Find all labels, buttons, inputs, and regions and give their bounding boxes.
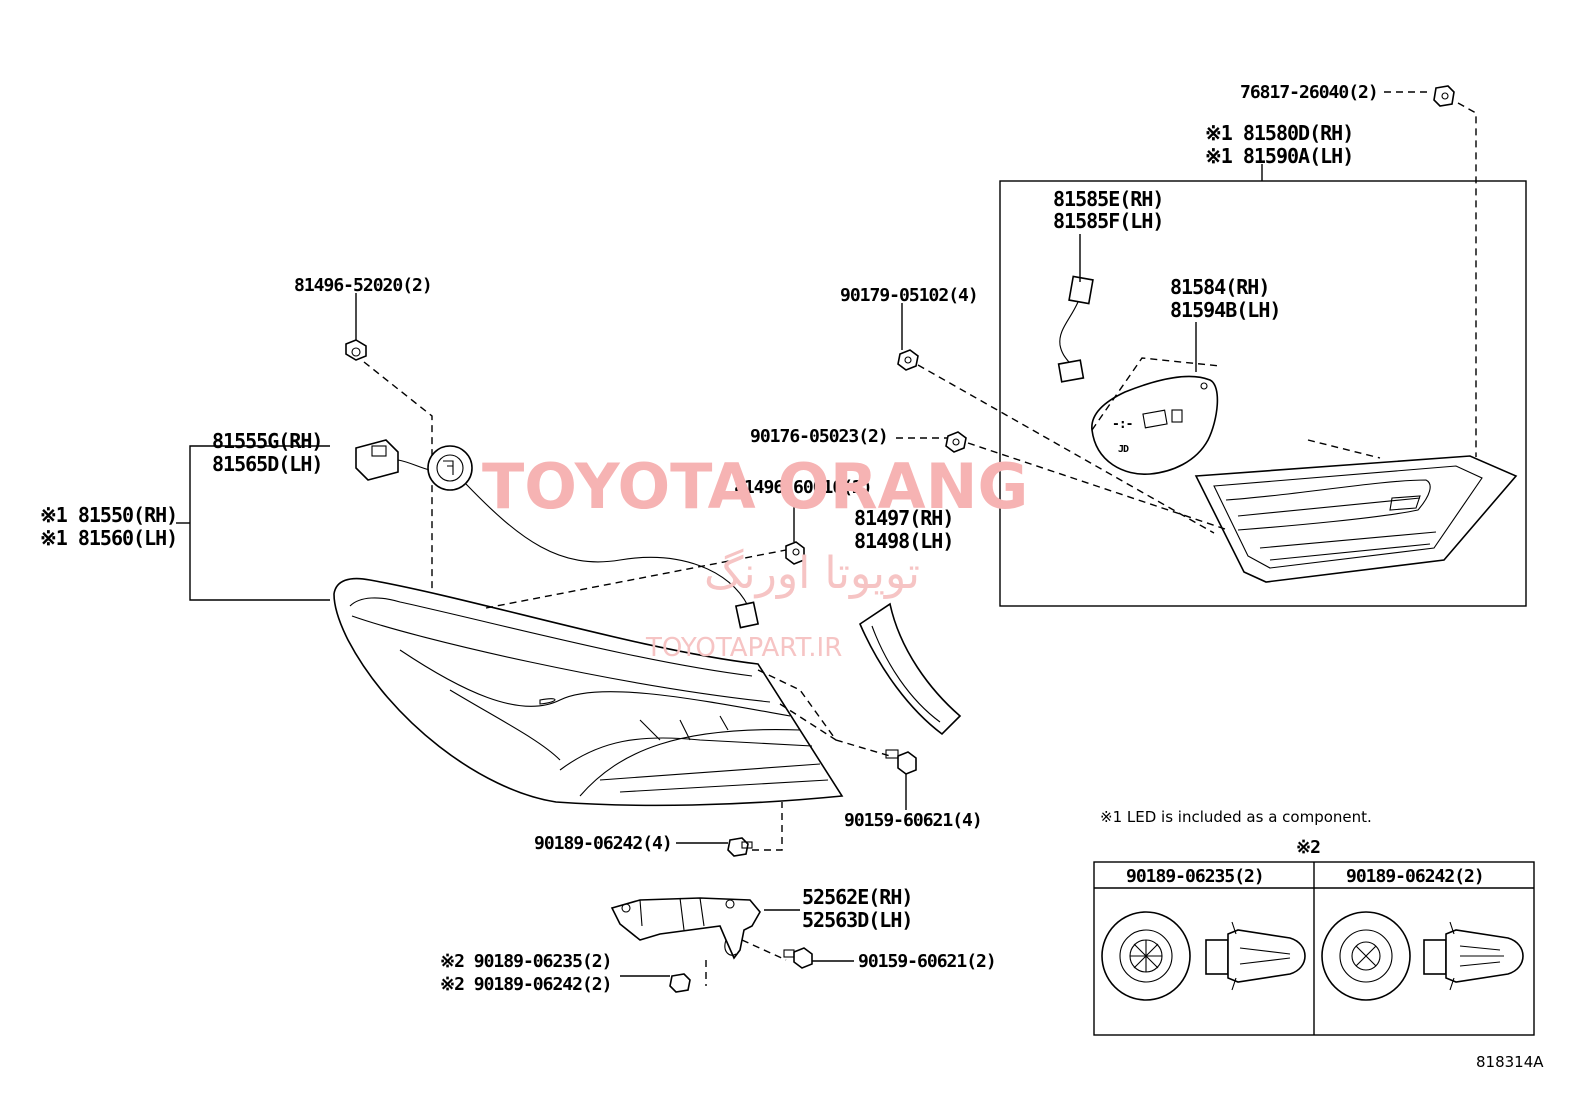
clip-icon bbox=[727, 837, 753, 857]
bracket-assembly bbox=[610, 897, 800, 986]
label-90159a: 90159-60621(4) bbox=[844, 810, 982, 831]
bolt-icon bbox=[783, 947, 813, 969]
label-81496a: 81496-52020(2) bbox=[294, 275, 432, 296]
svg-text:JD: JD bbox=[1118, 444, 1129, 455]
figure-id: 818314A bbox=[1476, 1053, 1544, 1071]
inner-lamp-lens-icon bbox=[1194, 455, 1518, 583]
screw-icon bbox=[897, 349, 919, 371]
clip-06242-icon bbox=[1321, 911, 1524, 1001]
inset-col2-header: 90189-06242(2) bbox=[1346, 866, 1484, 887]
inset-col1-header: 90189-06235(2) bbox=[1126, 866, 1264, 887]
label-81496b: 81496-60010(2) bbox=[734, 477, 872, 498]
inner-lamp-box bbox=[999, 180, 1527, 607]
watermark-persian: تویوتا اورنگ bbox=[704, 548, 920, 599]
label-81565: 81565D(LH) bbox=[212, 452, 322, 476]
label-81580: ※1 81580D(RH) bbox=[1205, 121, 1353, 145]
label-90189b: ※2 90189-06235(2) bbox=[440, 951, 611, 972]
nut-icon bbox=[345, 339, 367, 361]
outer-lamp-lens-icon bbox=[333, 577, 844, 807]
label-81585f: 81585F(LH) bbox=[1053, 209, 1163, 233]
label-81560: ※1 81560(LH) bbox=[40, 526, 177, 550]
watermark-brand: TOYOTA ORANG bbox=[482, 450, 1028, 523]
inner-lamp-assembly: -:- JD bbox=[917, 85, 1527, 607]
label-81584: 81584(RH) bbox=[1170, 275, 1269, 299]
label-52563: 52563D(LH) bbox=[802, 908, 912, 932]
gasket-icon bbox=[858, 602, 962, 736]
label-90176: 90176-05023(2) bbox=[750, 426, 888, 447]
svg-text:-:-: -:- bbox=[1112, 417, 1132, 432]
clip-icon bbox=[1433, 85, 1455, 107]
bolt-icon bbox=[885, 749, 917, 775]
connector-icon bbox=[355, 439, 399, 481]
label-52562: 52562E(RH) bbox=[802, 885, 912, 909]
label-81590: ※1 81590A(LH) bbox=[1205, 144, 1353, 168]
label-81555: 81555G(RH) bbox=[212, 429, 322, 453]
part-labels: 76817-26040(2) ※1 81580D(RH) ※1 81590A(L… bbox=[40, 82, 1379, 995]
led-board-icon: -:- JD bbox=[1091, 375, 1219, 475]
label-81594: 81594B(LH) bbox=[1170, 298, 1280, 322]
clip-06235-icon bbox=[1101, 911, 1306, 1001]
label-90159b: 90159-60621(2) bbox=[858, 951, 996, 972]
label-81585e: 81585E(RH) bbox=[1053, 187, 1163, 211]
label-81497: 81497(RH) bbox=[854, 506, 953, 530]
label-90189c: ※2 90189-06242(2) bbox=[440, 974, 611, 995]
bulb-socket-icon bbox=[427, 445, 473, 491]
label-90189a: 90189-06242(4) bbox=[534, 833, 672, 854]
watermark-site: TOYOTAPART.IR bbox=[645, 633, 842, 663]
watermark: TOYOTA ORANG تویوتا اورنگ TOYOTAPART.IR bbox=[482, 450, 1028, 663]
label-90179: 90179-05102(4) bbox=[840, 285, 978, 306]
label-76817: 76817-26040(2) bbox=[1240, 82, 1378, 103]
clip-icon bbox=[669, 973, 691, 993]
label-81498: 81498(LH) bbox=[854, 529, 953, 553]
nut-icon bbox=[785, 541, 805, 565]
led-note: ※1 LED is included as a component. bbox=[1100, 808, 1372, 826]
clip-inset-table: ※2 90189-06235(2) 90189-06242(2) bbox=[1093, 837, 1535, 1036]
label-81550: ※1 81550(RH) bbox=[40, 503, 177, 527]
socket-wire-icon bbox=[1057, 275, 1094, 383]
outer-lamp-assembly bbox=[176, 293, 962, 857]
screw-icon bbox=[945, 431, 967, 453]
inset-marker: ※2 bbox=[1296, 837, 1320, 858]
